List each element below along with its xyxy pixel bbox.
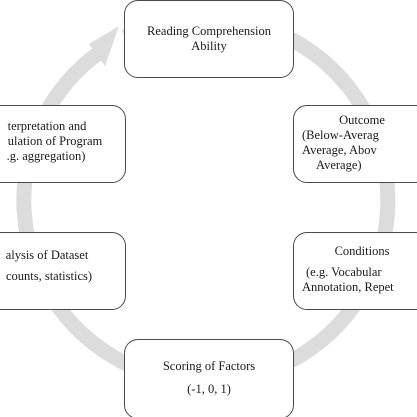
- node-line: Reading Comprehension: [147, 24, 271, 38]
- node-line: (e.g. Vocabular: [306, 265, 382, 279]
- node-line: Annotation, Repet: [302, 280, 394, 294]
- node-line: Average, Abov: [302, 143, 377, 157]
- node-line: terpretation and: [7, 119, 87, 133]
- node-line: Ability: [191, 39, 227, 53]
- node-interpretation-of-program: terpretation and ulation of Program .g. …: [0, 105, 126, 183]
- node-scoring-of-factors: Scoring of Factors (-1, 0, 1): [124, 339, 294, 417]
- node-line: Average): [316, 158, 362, 172]
- node-line: .g. aggregation): [6, 149, 86, 163]
- cycle-arrowhead-icon: [89, 26, 119, 66]
- node-line: (-1, 0, 1): [187, 382, 231, 396]
- node-line: Conditions: [334, 244, 390, 258]
- node-line: counts, statistics): [5, 269, 93, 283]
- node-reading-comprehension-ability: Reading Comprehension Ability: [124, 0, 294, 78]
- node-line: Outcome: [339, 113, 385, 127]
- node-line: (Below-Averag: [302, 128, 379, 142]
- node-line: alysis of Dataset: [5, 248, 89, 262]
- node-analysis-of-dataset: alysis of Dataset counts, statistics): [0, 232, 126, 310]
- node-line: ulation of Program: [7, 134, 103, 148]
- node-conditions: Conditions (e.g. Vocabular Annotation, R…: [293, 232, 417, 310]
- node-outcome: Outcome (Below-Averag Average, Abov Aver…: [293, 105, 417, 183]
- cycle-arc: [16, 10, 396, 390]
- node-line: Scoring of Factors: [162, 359, 256, 373]
